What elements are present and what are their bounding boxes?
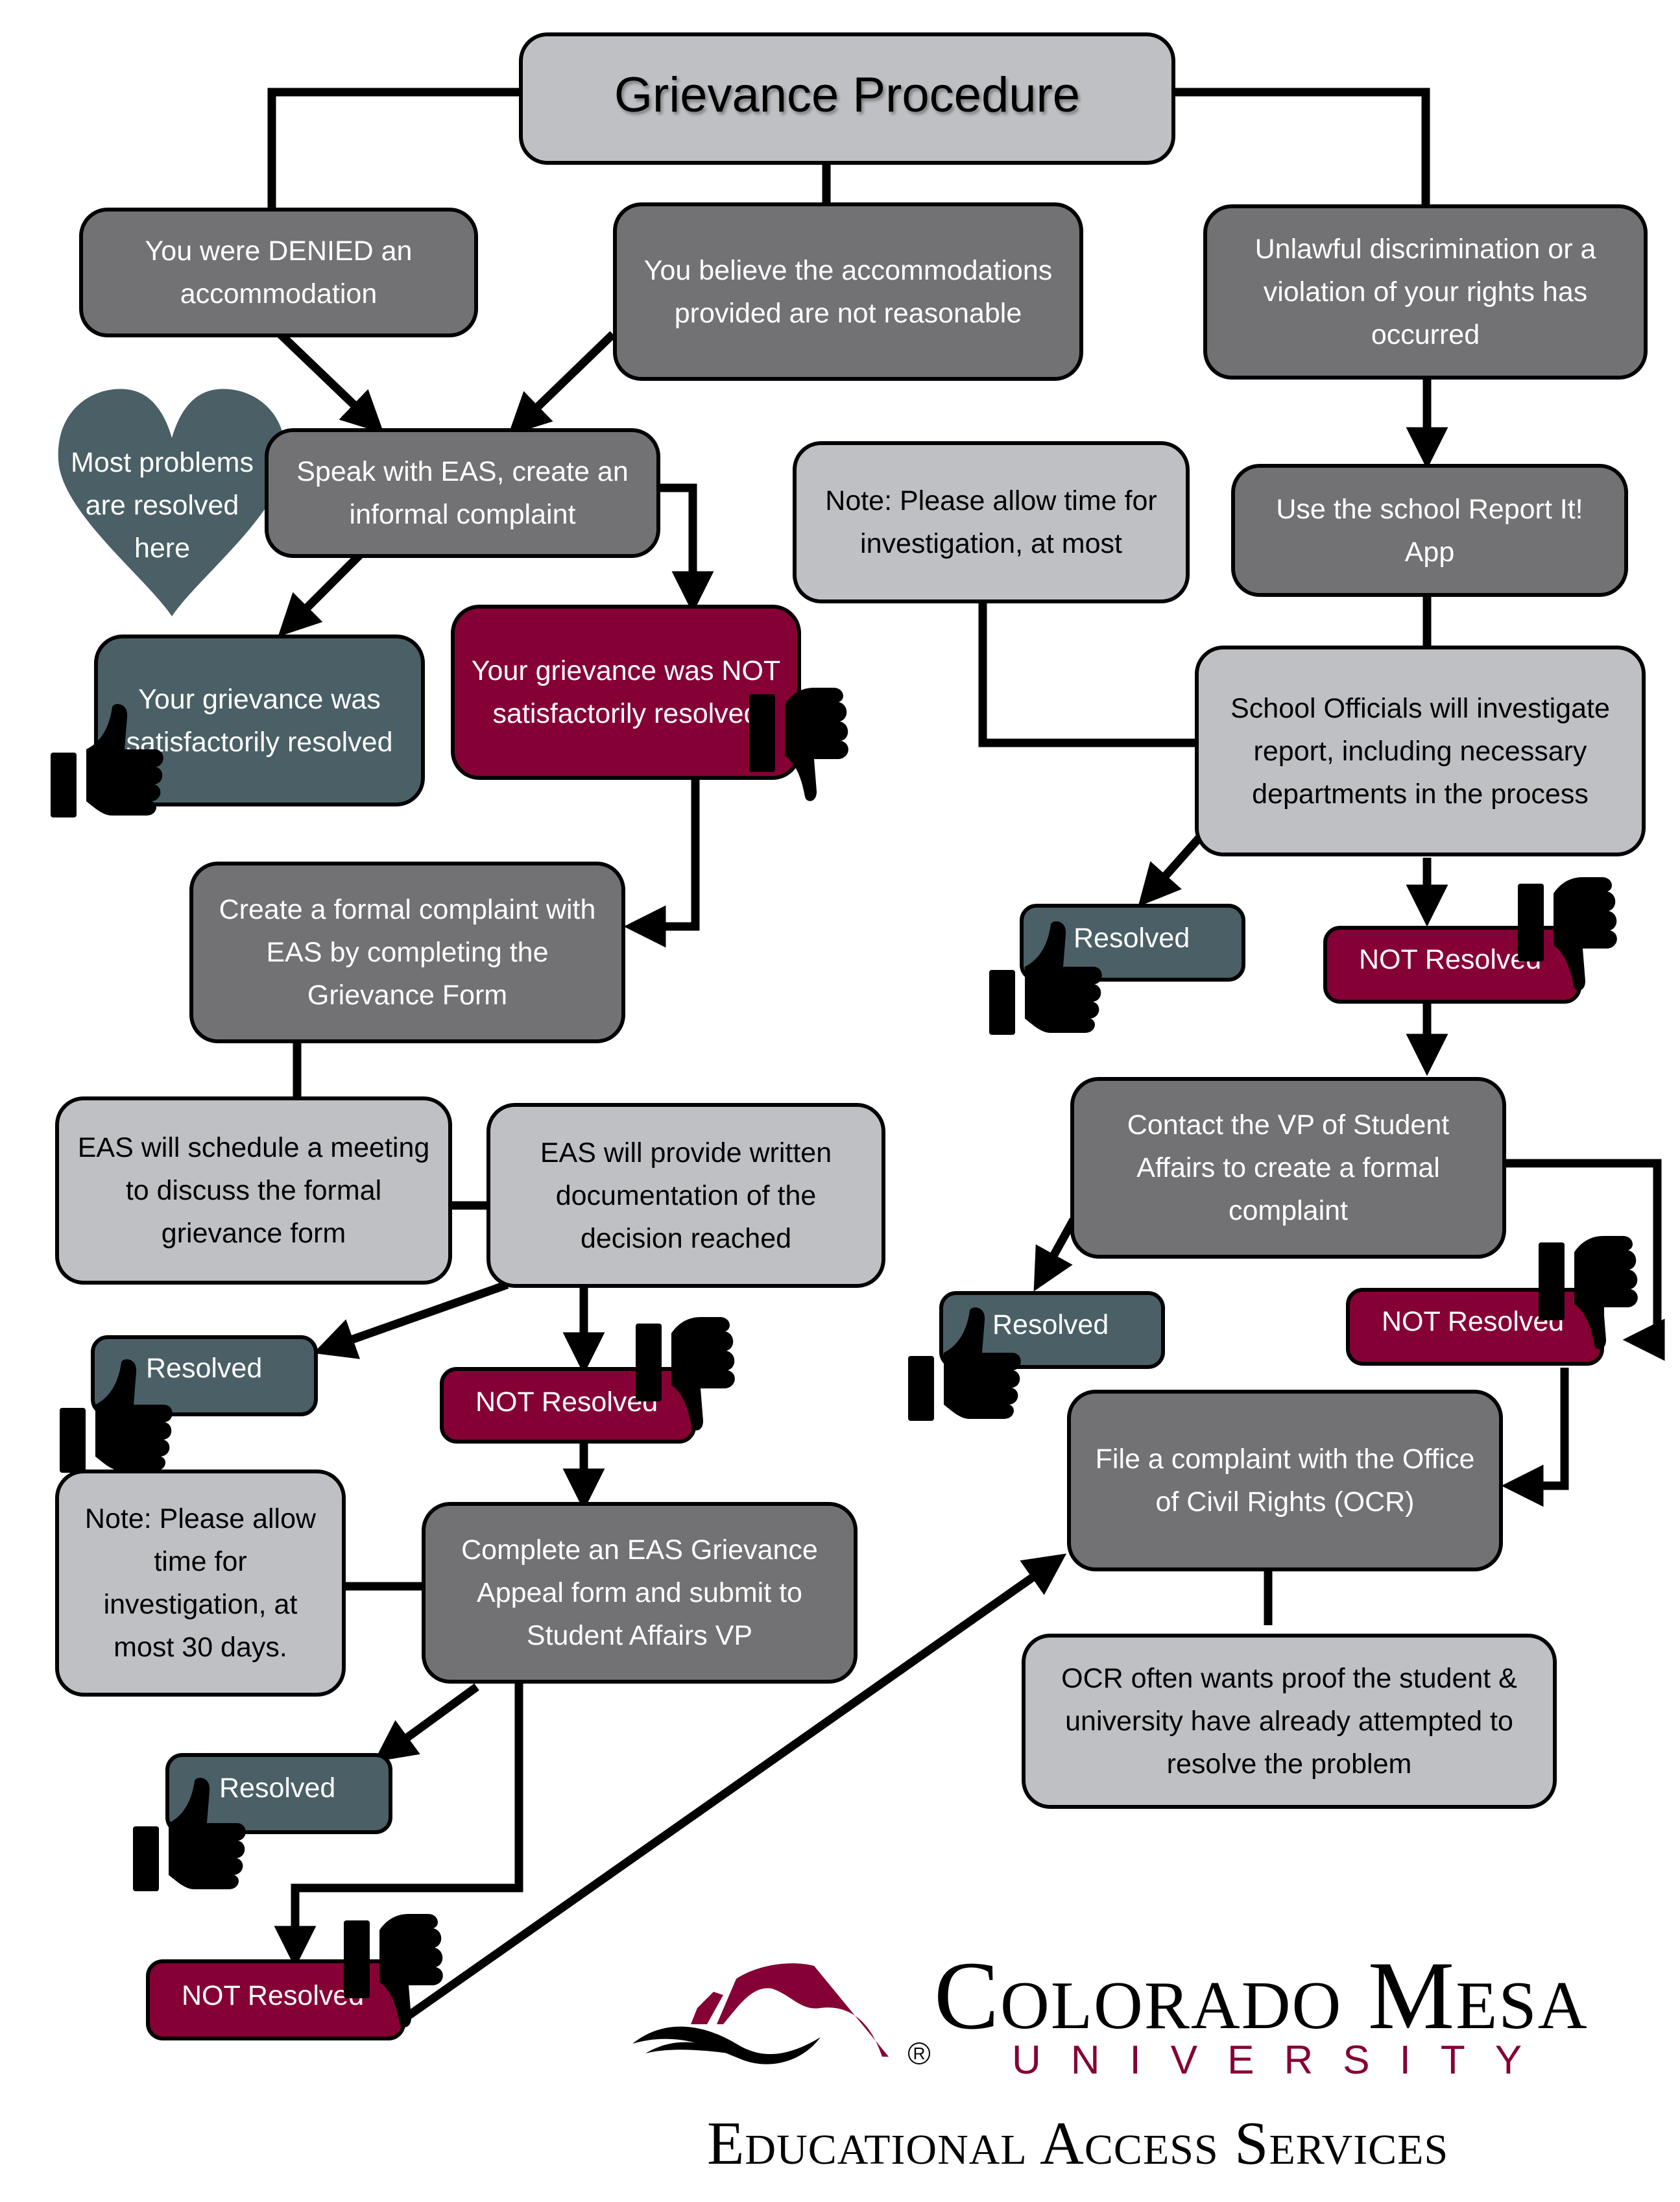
department-name: Educational Access Services bbox=[707, 2110, 1449, 2177]
not-resolved-label-right-1: NOT Resolved bbox=[1359, 944, 1542, 975]
resolved-label-left-1: Resolved bbox=[146, 1353, 263, 1384]
report-it-box: Use the school Report It! App bbox=[1231, 464, 1628, 597]
university-name: Colorado Mesa bbox=[934, 1942, 1589, 2050]
not-resolved-label-right-2: NOT Resolved bbox=[1382, 1306, 1565, 1337]
thumbs-down-icon bbox=[1539, 1236, 1638, 1349]
appeal-form-text: Complete an EAS Grievance Appeal form an… bbox=[461, 1534, 818, 1651]
satisfied-text: Your grievance was satisfactorily resolv… bbox=[126, 683, 393, 758]
discrimination-text: Unlawful discrimination or a violation o… bbox=[1254, 234, 1596, 350]
thumbs-up-icon bbox=[133, 1778, 246, 1891]
ocr-note-box: OCR often wants proof the student & univ… bbox=[1022, 1634, 1557, 1809]
not-reasonable-box: You believe the accommodations provided … bbox=[613, 202, 1083, 381]
formal-complaint-text: Create a formal complaint with EAS by co… bbox=[219, 894, 596, 1011]
not-satisfied-text: Your grievance was NOT satisfactorily re… bbox=[471, 655, 781, 729]
resolved-box-right-1 bbox=[1020, 904, 1245, 982]
officials-investigate-box: School Officials will investigate report… bbox=[1195, 646, 1646, 856]
thumbs-up-icon bbox=[908, 1307, 1021, 1421]
mountain-logo-icon bbox=[632, 1963, 889, 2064]
arrow-appeal-to-resolved bbox=[374, 1683, 479, 1762]
arrow-not-resolved-to-ocr-right bbox=[1501, 1368, 1569, 1507]
schedule-meeting-box: EAS will schedule a meeting to discuss t… bbox=[55, 1096, 452, 1285]
heart-icon bbox=[58, 389, 286, 616]
not-resolved-label-left-1: NOT Resolved bbox=[475, 1386, 658, 1418]
written-documentation-box: EAS will provide written documentation o… bbox=[486, 1103, 885, 1288]
contact-vp-box: Contact the VP of Student Affairs to cre… bbox=[1070, 1077, 1506, 1259]
arrow-written-to-resolved bbox=[313, 1280, 509, 1359]
speak-with-eas-box: Speak with EAS, create an informal compl… bbox=[265, 428, 660, 558]
connector-title-right bbox=[1174, 88, 1430, 206]
not-satisfied-box: Your grievance was NOT satisfactorily re… bbox=[451, 605, 801, 780]
written-documentation-text: EAS will provide written documentation o… bbox=[540, 1137, 832, 1254]
discrimination-box: Unlawful discrimination or a violation o… bbox=[1203, 204, 1648, 380]
denied-text: You were DENIED an accommodation bbox=[145, 236, 413, 309]
connector-title-left bbox=[267, 88, 519, 211]
thumbs-down-icon bbox=[344, 1914, 443, 2027]
formal-complaint-box: Create a formal complaint with EAS by co… bbox=[189, 862, 625, 1043]
ocr-note-text: OCR often wants proof the student & univ… bbox=[1061, 1663, 1517, 1780]
arrow-not-satisfied-to-formal bbox=[623, 779, 700, 948]
arrow-appeal-to-not-resolved bbox=[274, 1684, 523, 1968]
thumbs-down-icon bbox=[636, 1317, 735, 1431]
arrow-not-resolved-to-ocr bbox=[398, 1553, 1067, 2025]
arrow-reasonable-to-speak bbox=[508, 331, 616, 436]
file-ocr-box: File a complaint with the Office of Civi… bbox=[1067, 1390, 1503, 1571]
denied-box: You were DENIED an accommodation bbox=[79, 208, 478, 337]
heart-note: Most problems are resolved here bbox=[71, 447, 254, 564]
connector-note-to-officials bbox=[978, 603, 1197, 747]
resolved-label-right-1: Resolved bbox=[1074, 923, 1190, 954]
speak-with-eas-text: Speak with EAS, create an informal compl… bbox=[296, 456, 629, 530]
thumbs-up-icon bbox=[51, 704, 163, 817]
arrow-vp-to-resolved bbox=[1033, 1217, 1077, 1292]
appeal-form-box: Complete an EAS Grievance Appeal form an… bbox=[422, 1502, 858, 1684]
page-title: Grievance Procedure bbox=[614, 67, 1081, 123]
resolved-label-left-2: Resolved bbox=[219, 1772, 336, 1804]
not-reasonable-text: You believe the accommodations provided … bbox=[643, 254, 1053, 329]
contact-vp-text: Contact the VP of Student Affairs to cre… bbox=[1127, 1109, 1450, 1226]
thumbs-up-icon bbox=[60, 1359, 173, 1473]
thumbs-down-icon bbox=[749, 688, 848, 801]
arrow-speak-to-satisfied bbox=[278, 548, 366, 637]
not-resolved-label-left-2: NOT Resolved bbox=[182, 1980, 365, 2011]
note-investigation-text: Note: Please allow time for investigatio… bbox=[825, 485, 1157, 559]
university-word: UNIVERSITY bbox=[1012, 2038, 1552, 2083]
note-investigation-box: Note: Please allow time for investigatio… bbox=[793, 441, 1190, 603]
file-ocr-text: File a complaint with the Office of Civi… bbox=[1095, 1444, 1475, 1518]
thumbs-down-icon bbox=[1518, 877, 1617, 991]
registered-mark: R bbox=[908, 2042, 930, 2064]
title-box: Grievance Procedure bbox=[519, 32, 1175, 165]
thumbs-up-icon bbox=[989, 921, 1102, 1035]
arrow-speak-to-not-satisfied bbox=[658, 483, 714, 614]
resolved-label-right-2: Resolved bbox=[992, 1309, 1109, 1340]
officials-investigate-text: School Officials will investigate report… bbox=[1230, 692, 1610, 810]
arrow-denied-to-speak bbox=[277, 331, 384, 434]
note-30-days-box: Note: Please allow time for investigatio… bbox=[55, 1470, 346, 1697]
arrow-vp-to-not-resolved bbox=[1505, 1159, 1665, 1361]
note-30-days-text: Note: Please allow time for investigatio… bbox=[84, 1503, 317, 1663]
report-it-text: Use the school Report It! App bbox=[1276, 493, 1583, 568]
arrow-officials-to-resolved bbox=[1138, 834, 1203, 907]
schedule-meeting-text: EAS will schedule a meeting to discuss t… bbox=[77, 1132, 430, 1249]
